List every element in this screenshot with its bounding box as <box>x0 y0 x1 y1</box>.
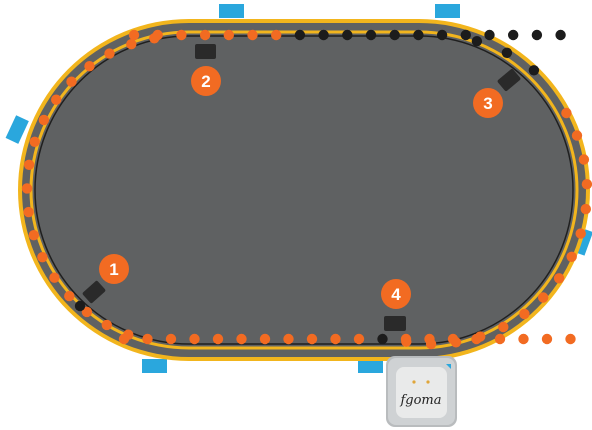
lamp-top <box>318 30 328 40</box>
marker-3-label: 3 <box>483 94 492 113</box>
device-icon: fgoma <box>386 356 457 427</box>
marker-2-label: 2 <box>201 72 210 91</box>
lamp-bottom <box>260 334 270 344</box>
lamp-top <box>413 30 423 40</box>
lamp-right-arc <box>567 252 577 262</box>
lamp-top <box>224 30 234 40</box>
lamp-right-arc <box>576 228 586 238</box>
lamp-top <box>390 30 400 40</box>
lamp-bottom <box>424 334 434 344</box>
marker-4-label: 4 <box>391 285 401 304</box>
lamp-bottom <box>213 334 223 344</box>
lamp-bottom <box>471 334 481 344</box>
marker-4: 4 <box>381 279 411 309</box>
marker-3: 3 <box>473 88 503 118</box>
lamp-bottom <box>401 334 411 344</box>
lamp-bottom <box>448 334 458 344</box>
tab-top-right <box>435 4 460 18</box>
lamp-bottom <box>307 334 317 344</box>
lamp-left-arc <box>102 320 112 330</box>
lamp-left-arc <box>149 33 159 43</box>
lamp-top <box>295 30 305 40</box>
lamp-right-arc <box>581 204 591 214</box>
lamp-right-arc <box>498 322 508 332</box>
lamp-right-arc <box>472 36 482 46</box>
lamp-left-dark <box>75 301 85 311</box>
lamp-right-arc <box>582 179 592 189</box>
marker-1-label: 1 <box>109 260 118 279</box>
lamp-bottom <box>565 334 575 344</box>
lamp-bottom <box>283 334 293 344</box>
lamp-top <box>271 30 281 40</box>
lamp-right-arc <box>561 108 571 118</box>
lamp-bottom <box>518 334 528 344</box>
lamp-bottom <box>330 334 340 344</box>
lamp-left-arc <box>64 291 74 301</box>
tab-bottom-left <box>142 359 167 373</box>
lamp-bottom <box>142 334 152 344</box>
lamp-bottom <box>354 334 364 344</box>
lamp-right-arc <box>519 309 529 319</box>
tab-top-left <box>219 4 244 18</box>
lamp-left-arc <box>22 183 32 193</box>
car-2 <box>195 44 216 59</box>
lamp-bottom <box>236 334 246 344</box>
lamp-left-arc <box>66 77 76 87</box>
lamp-left-arc <box>49 273 59 283</box>
oval-track <box>18 19 590 361</box>
lamp-left-arc <box>37 252 47 262</box>
lamp-top <box>555 30 565 40</box>
lamp-top <box>247 30 257 40</box>
lamp-top <box>129 30 139 40</box>
lamp-bottom <box>377 334 387 344</box>
car-4 <box>384 316 406 331</box>
logo-text: fgoma <box>399 393 441 408</box>
lamp-right-arc <box>538 292 548 302</box>
device-led-right <box>426 380 429 383</box>
lamp-top <box>484 30 494 40</box>
lamp-bottom <box>542 334 552 344</box>
lamp-left-arc <box>39 115 49 125</box>
marker-1: 1 <box>99 254 129 284</box>
lamp-left-arc <box>29 230 39 240</box>
lamp-bottom <box>119 334 129 344</box>
lamp-left-arc <box>126 39 136 49</box>
lamp-top <box>461 30 471 40</box>
lamp-top <box>342 30 352 40</box>
lamp-left-arc <box>51 95 61 105</box>
lamp-left-arc <box>30 137 40 147</box>
lamp-top <box>366 30 376 40</box>
lamp-left-arc <box>24 160 34 170</box>
tab-left <box>6 115 29 144</box>
lamp-bottom <box>189 334 199 344</box>
infield <box>35 36 573 344</box>
lamp-bottom <box>495 334 505 344</box>
tab-bottom-right <box>358 359 383 373</box>
marker-2: 2 <box>191 66 221 96</box>
lamp-top <box>508 30 518 40</box>
lamp-right-arc <box>554 273 564 283</box>
lamp-left-arc <box>84 61 94 71</box>
lamp-right-arc <box>579 154 589 164</box>
lamp-right-arc <box>529 65 539 75</box>
lamp-top <box>176 30 186 40</box>
lamp-right-arc <box>572 130 582 140</box>
device-led-left <box>412 380 415 383</box>
lamp-top <box>532 30 542 40</box>
lamp-left-arc <box>23 207 33 217</box>
lamp-top <box>437 30 447 40</box>
lamp-bottom <box>166 334 176 344</box>
lamp-left-arc <box>104 48 114 58</box>
lamp-top <box>200 30 210 40</box>
lamp-right-arc <box>502 48 512 58</box>
